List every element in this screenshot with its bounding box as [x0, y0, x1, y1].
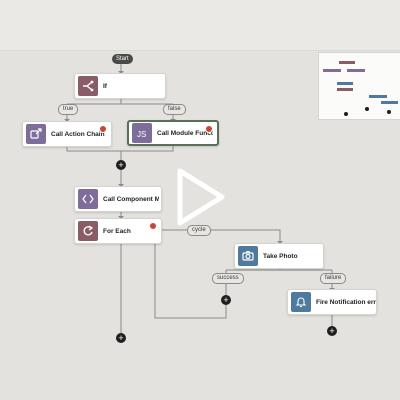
for-each-label: For Each	[103, 227, 131, 235]
svg-text:JS: JS	[137, 130, 146, 139]
start-label: Start	[112, 54, 133, 64]
call-component-method-label: Call Component Method	[103, 195, 159, 203]
take-photo-node[interactable]: Take Photo	[234, 243, 324, 269]
play-icon[interactable]	[176, 168, 226, 226]
fire-notification-label: Fire Notification error	[316, 298, 376, 306]
loop-icon	[78, 221, 98, 241]
module-function-icon: JS	[132, 123, 152, 143]
call-action-chain-label: Call Action Chain	[51, 130, 105, 138]
add-step-button[interactable]: +	[327, 326, 337, 336]
success-branch-label: success	[212, 273, 244, 284]
minimap-dot	[344, 112, 348, 116]
if-node[interactable]: If	[74, 73, 166, 99]
call-component-method-node[interactable]: Call Component Method	[74, 186, 162, 212]
call-module-function-label: Call Module Function	[157, 129, 213, 137]
component-method-icon	[78, 189, 98, 209]
minimap-node	[339, 61, 355, 64]
failure-branch-label: failure	[320, 273, 347, 284]
top-toolbar	[0, 0, 400, 51]
minimap-node	[347, 69, 365, 72]
minimap-node	[323, 69, 341, 72]
minimap-node	[337, 82, 353, 85]
minimap-node	[337, 88, 353, 91]
minimap-dot	[365, 107, 369, 111]
minimap-node	[369, 95, 387, 98]
minimap-dot	[387, 110, 391, 114]
true-branch-label: true	[58, 104, 79, 115]
minimap-node	[381, 101, 398, 104]
add-step-button[interactable]: +	[116, 160, 126, 170]
warning-icon	[149, 222, 157, 230]
camera-icon	[238, 246, 258, 266]
warning-icon	[99, 125, 107, 133]
cycle-branch-label: cycle	[187, 225, 211, 236]
action-chain-icon	[26, 124, 46, 144]
for-each-node[interactable]: For Each	[74, 218, 162, 244]
call-module-function-node[interactable]: JS Call Module Function	[127, 120, 219, 146]
bell-icon	[291, 292, 311, 312]
take-photo-label: Take Photo	[263, 252, 298, 260]
if-node-label: If	[103, 82, 107, 90]
false-branch-label: false	[163, 104, 186, 115]
call-action-chain-node[interactable]: Call Action Chain	[22, 121, 112, 147]
minimap[interactable]	[318, 52, 400, 120]
fire-notification-node[interactable]: Fire Notification error	[287, 289, 377, 315]
add-step-button[interactable]: +	[116, 333, 126, 343]
branch-icon	[78, 76, 98, 96]
add-step-button[interactable]: +	[221, 295, 231, 305]
warning-icon	[205, 125, 213, 133]
